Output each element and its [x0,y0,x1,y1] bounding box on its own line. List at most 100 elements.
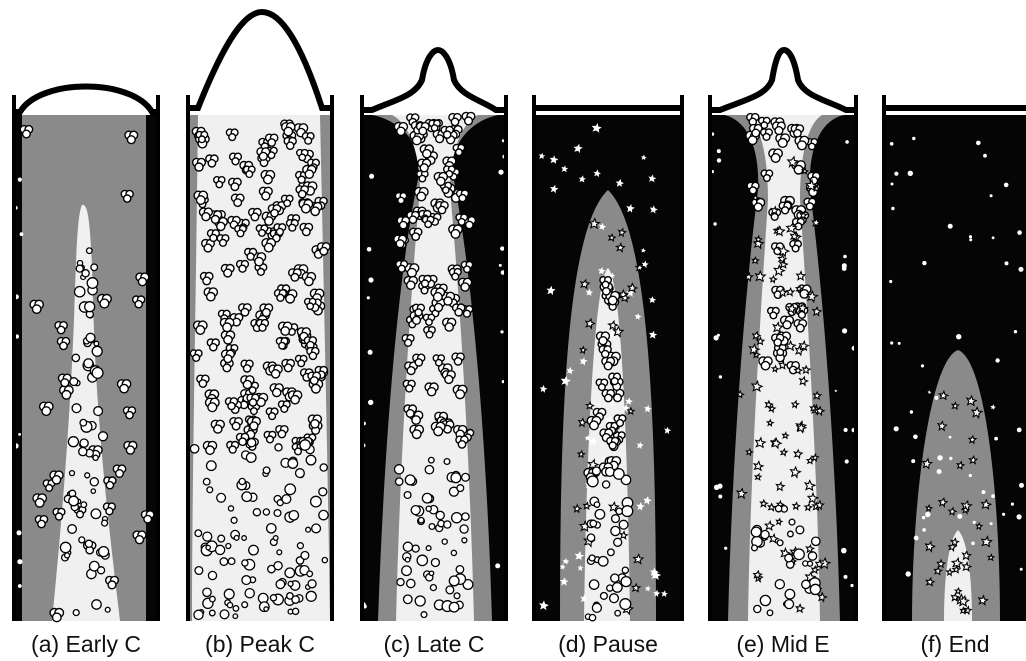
particle-dot [845,140,849,144]
particle-ring [248,439,256,447]
particle-ring [452,513,462,523]
particle-ring [395,465,404,474]
particle-ring [320,464,327,471]
particle-ring [85,473,90,478]
particle-ring [431,559,439,567]
particle-ring [603,481,610,488]
particle-ring [79,537,85,543]
particle-ring [594,502,599,507]
particle-ring [426,506,431,511]
particle-dot [991,494,995,498]
particle-ring [403,542,412,551]
particle-dot [891,207,894,210]
particle-dot [910,410,913,413]
particle-ring [808,552,816,560]
particle-ring [422,493,432,503]
particle-ring [760,595,770,605]
particle-ring [752,545,758,551]
particle-ring [264,607,268,611]
particle-ring [421,612,427,618]
particle-ring [267,524,276,533]
particle-ring [292,596,299,603]
particle-ring [430,585,436,591]
particle-ring [462,513,469,520]
particle-ring [306,591,316,601]
particle-ring [802,580,810,588]
particle-dot [969,474,972,477]
particle-ring [72,354,79,361]
particle-dot [368,277,373,282]
particle-ring [285,568,295,578]
particle-ring [72,404,81,413]
particle-dot [713,222,716,225]
particle-ring [610,594,619,603]
particle-dot [498,170,503,175]
particle-ring [85,302,95,312]
particle-ring [285,484,296,495]
particle-ring [288,459,298,469]
particle-ring [619,520,628,529]
particle-dot [1020,568,1023,571]
particle-ring [788,531,794,537]
particle-dot [995,358,999,362]
panel-caption: (d) Pause [558,631,658,657]
particle-dot [845,459,849,463]
particle-ring [245,589,254,598]
particle-dot [994,437,998,441]
particle-ring [289,511,298,520]
particle-ring [311,496,322,507]
particle-dot [956,334,961,339]
particle-ring [220,610,229,619]
particle-ring [276,580,285,589]
particle-ring [296,469,305,478]
particle-ring [94,407,103,416]
particle-dot [949,457,952,460]
particle-ring [810,584,820,594]
particle-ring [404,595,413,604]
particle-dot [890,341,893,344]
particle-ring [91,509,101,519]
particle-ring [751,527,761,537]
particle-dot [1014,330,1017,333]
particle-ring [216,545,225,554]
particle-ring [98,567,105,574]
particle-ring [412,545,419,552]
particle-ring [301,552,309,560]
particle-ring [69,496,79,506]
particle-dot [912,137,915,140]
particle-dot [844,428,848,432]
particle-ring [595,510,605,520]
particle-ring [611,526,620,535]
particle-dot [20,232,24,236]
particle-ring [85,540,92,547]
particle-dot [906,571,911,576]
particle-ring [94,341,99,346]
particle-ring [415,596,425,606]
particle-dot [889,280,892,283]
particle-dot [911,459,915,463]
particle-dot [850,584,853,587]
particle-dot [891,183,894,186]
particle-ring [274,562,282,570]
particle-dot [894,172,898,176]
particle-ring [263,467,270,474]
particle-dot [714,335,719,340]
particle-dot [844,575,848,579]
particle-ring [614,469,625,480]
particle-ring [277,550,282,555]
particle-dot [842,328,847,333]
particle-ring [210,596,216,602]
particle-ring [92,368,103,379]
particle-ring [68,525,77,534]
particle-ring [207,461,217,471]
particle-ring [612,515,620,523]
particle-ring [91,264,98,271]
particle-ring [217,493,226,502]
particle-ring [233,606,239,612]
particle-ring [274,510,281,517]
particle-ring [195,567,203,575]
particle-ring [306,527,311,532]
particle-ring [234,536,239,541]
particle-ring [767,610,773,616]
particle-dot [925,512,930,517]
